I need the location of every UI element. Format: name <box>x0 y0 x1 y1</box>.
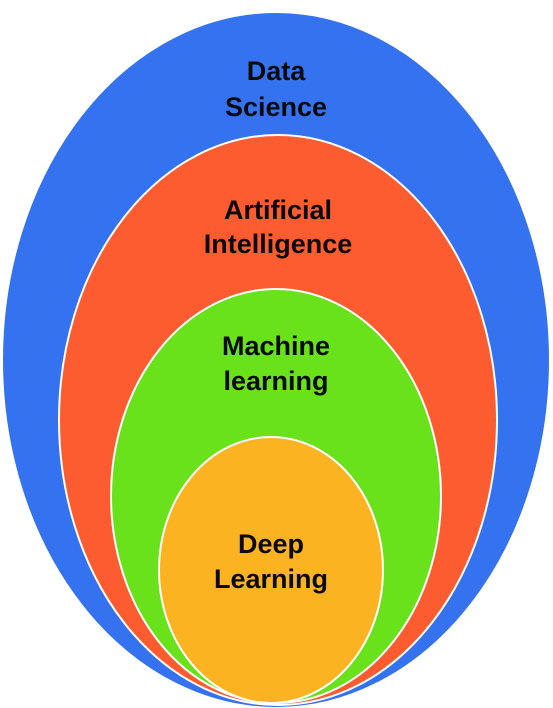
data-science-label-line-1: Data <box>247 56 307 86</box>
deep-learning-label-line-1: Deep <box>238 529 304 559</box>
data-science-label-line-2: Science <box>225 92 327 122</box>
deep-learning-label-line-2: Learning <box>214 564 328 594</box>
artificial-intelligence-label-line-2: Intelligence <box>204 229 353 259</box>
machine-learning-label-line-2: learning <box>223 366 328 396</box>
machine-learning-label-line-1: Machine <box>222 331 330 361</box>
deep-learning-ellipse <box>158 436 384 704</box>
artificial-intelligence-label-line-1: Artificial <box>224 195 332 225</box>
